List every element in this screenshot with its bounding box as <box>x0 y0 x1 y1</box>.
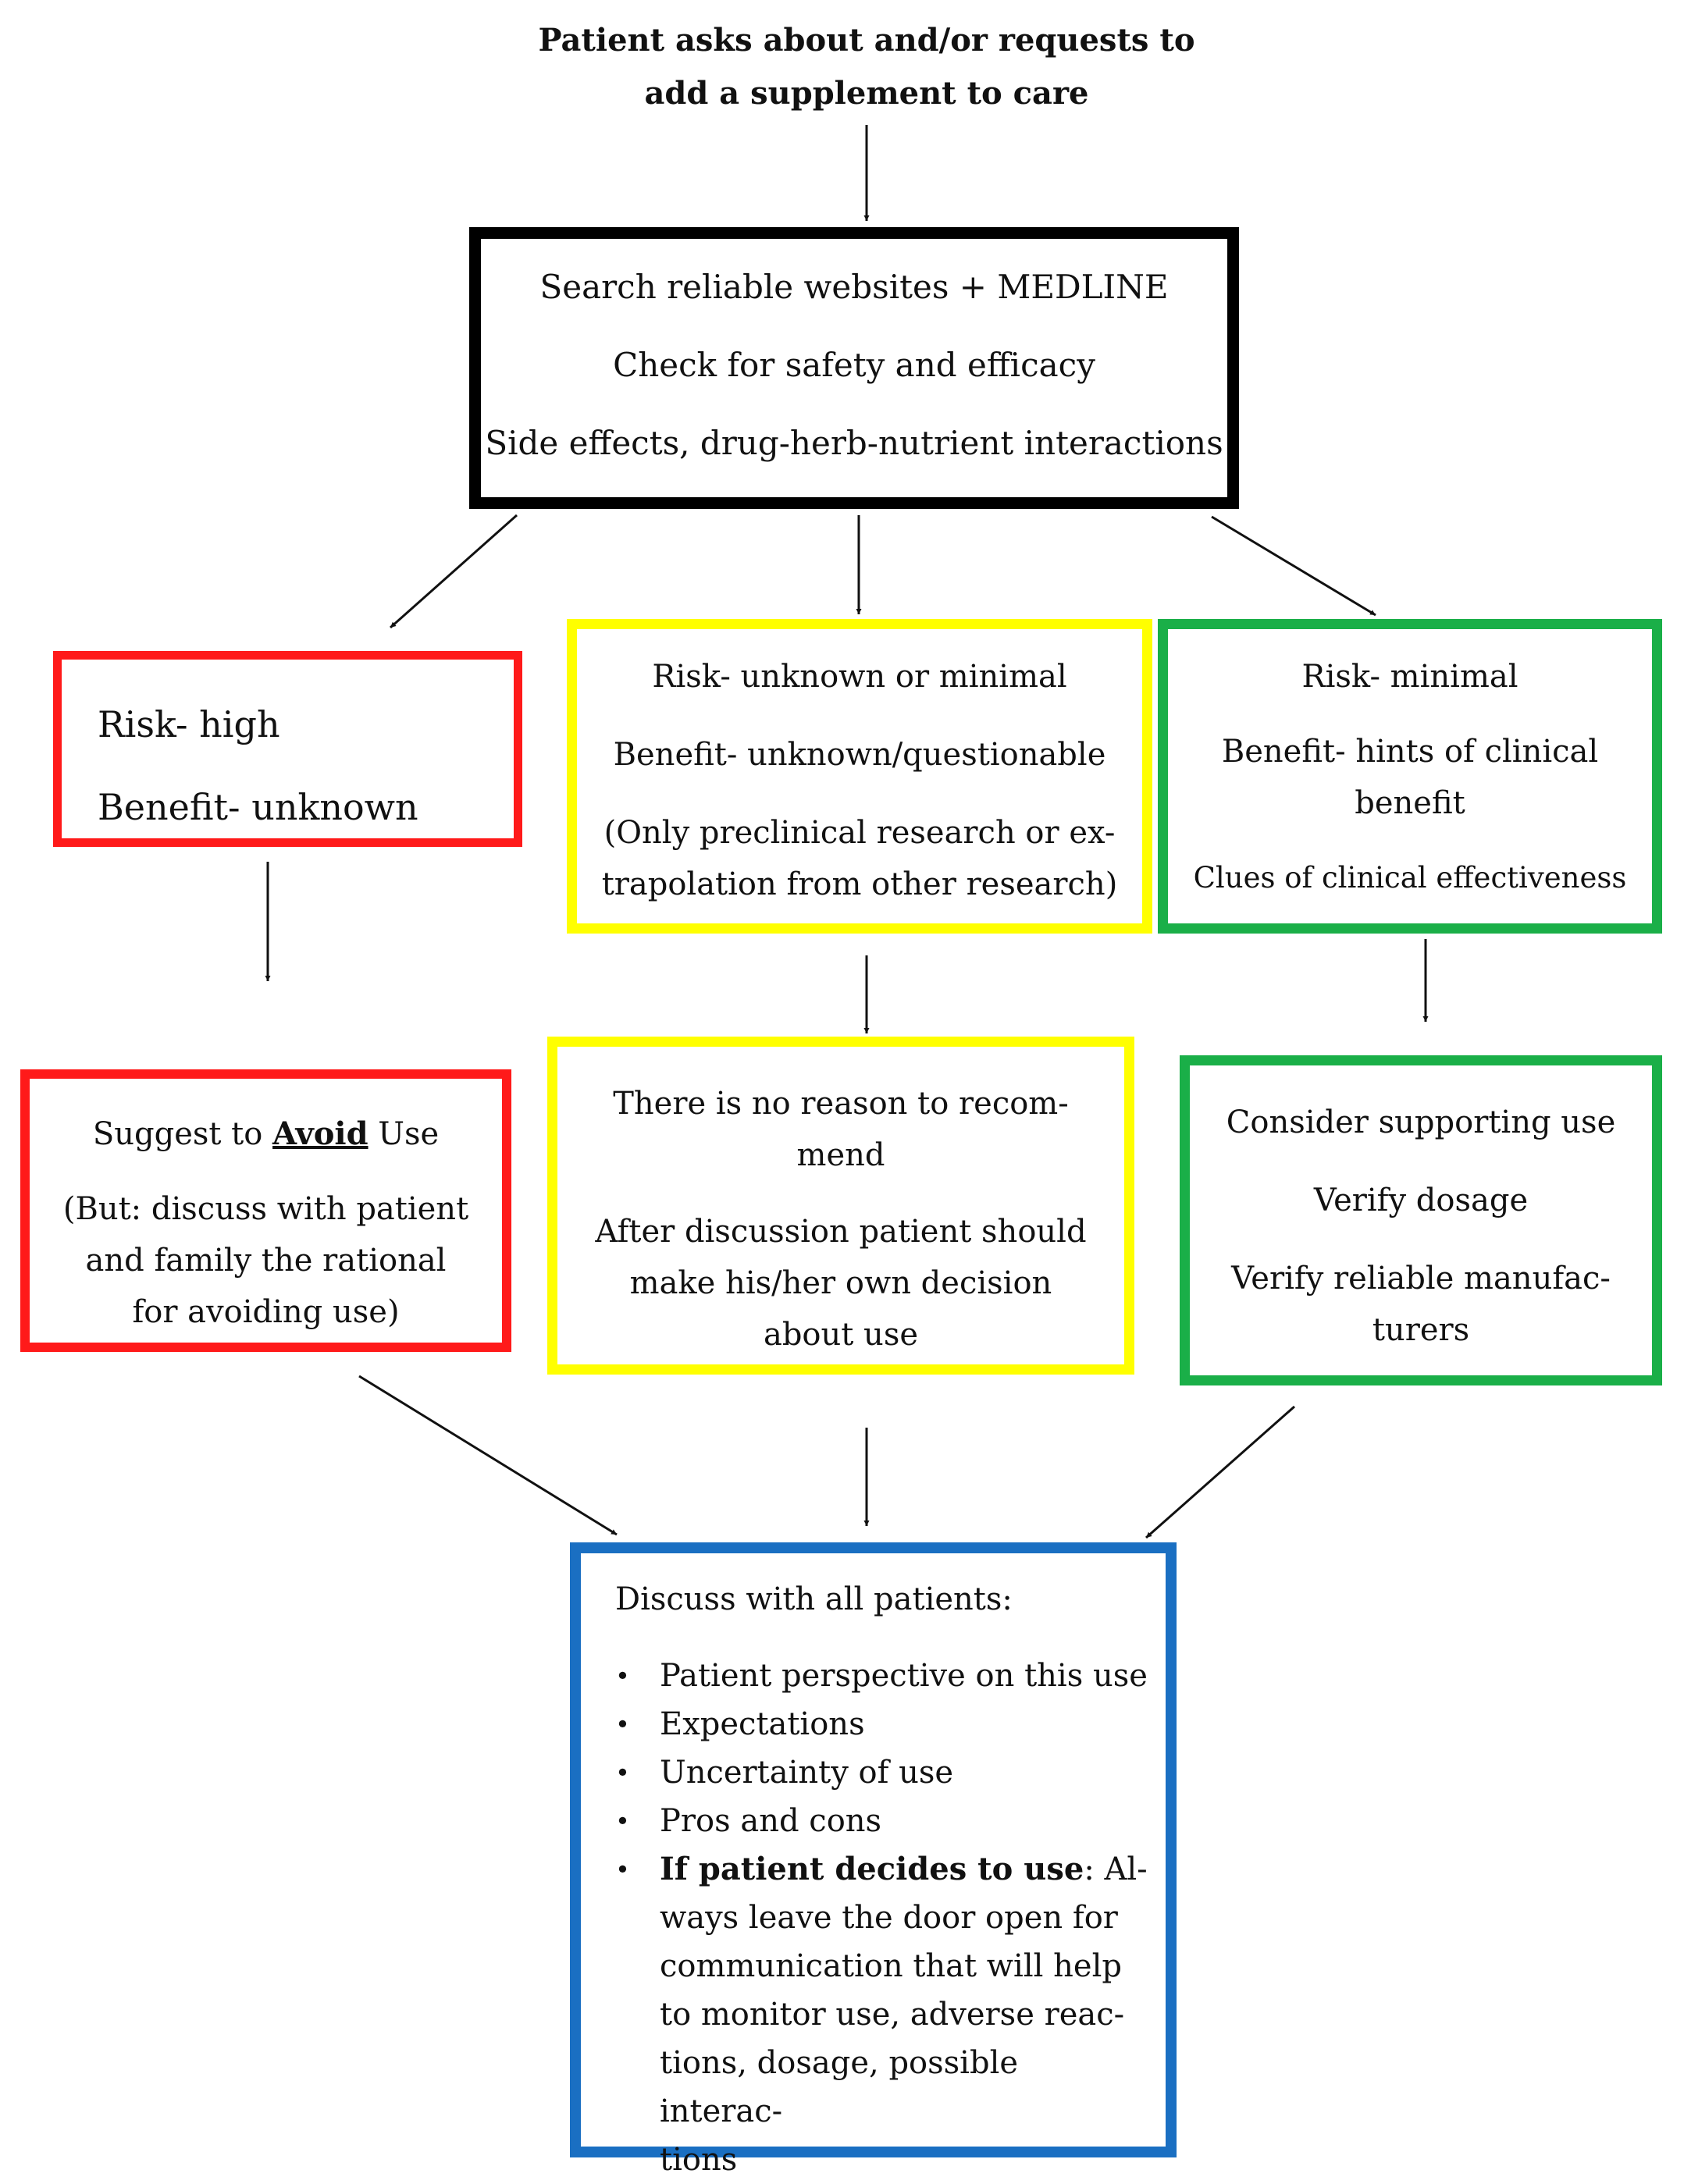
search-text: Search reliable websites + MEDLINE <box>539 268 1169 306</box>
consider-use-box: Consider supporting use Verify dosage Ve… <box>1180 1055 1662 1385</box>
avoid-emphasis: Avoid <box>272 1115 368 1152</box>
title-line: add a supplement to care <box>644 75 1089 112</box>
decision-rest: : Al- <box>1084 1851 1148 1887</box>
decision-line: to monitor use, adverse reac- <box>660 1997 1125 2033</box>
decision-text: about use <box>763 1317 919 1353</box>
decision-line: tions <box>660 2142 738 2178</box>
benefit-text: benefit <box>1355 785 1465 821</box>
clues-text: Clues of clinical effectiveness <box>1193 861 1627 895</box>
benefit-text: Benefit- unknown <box>98 786 418 828</box>
avoid-note: (But: discuss with patient <box>62 1191 469 1227</box>
research-note: trapolation from other research) <box>601 866 1118 902</box>
decision-line: communication that will help <box>660 1948 1122 1984</box>
list-item: Uncertainty of use <box>615 1748 1150 1797</box>
manufacturer-text: turers <box>1372 1312 1470 1348</box>
discuss-box: Discuss with all patients: Patient persp… <box>570 1542 1177 2178</box>
decision-text: After discussion patient should <box>595 1214 1087 1250</box>
avoid-note: and family the rational <box>85 1243 447 1279</box>
minimal-risk-box: Risk- minimal Benefit- hints of clinical… <box>1158 619 1662 934</box>
list-item: Expectations <box>615 1700 1150 1748</box>
avoid-suffix: Use <box>368 1116 440 1152</box>
unknown-risk-box: Risk- unknown or minimal Benefit- unknow… <box>567 619 1152 934</box>
arrow-avoid-to-discuss <box>358 1375 618 1536</box>
avoid-use-box: Suggest to Avoid Use (But: discuss with … <box>20 1069 511 1352</box>
avoid-use-text: Suggest to Avoid Use <box>30 1108 502 1160</box>
no-reason-text: mend <box>796 1137 885 1173</box>
decision-line: If patient decides to use: Al- <box>660 1845 1150 1894</box>
title-line: Patient asks about and/or requests to <box>538 22 1195 59</box>
arrow-search-to-minimal-risk <box>1211 515 1376 617</box>
benefit-text: Benefit- hints of clinical <box>1221 734 1599 770</box>
discuss-heading: Discuss with all patients: <box>615 1581 1013 1617</box>
search-text: Side effects, drug-herb-nutrient interac… <box>485 424 1223 462</box>
avoid-prefix: Suggest to <box>92 1116 273 1152</box>
risk-text: Risk- unknown or minimal <box>652 659 1067 695</box>
no-reason-text: There is no reason to recom- <box>613 1086 1069 1122</box>
search-text: Check for safety and efficacy <box>613 346 1095 384</box>
no-reason-box: There is no reason to recom- mend After … <box>547 1037 1134 1375</box>
avoid-note: for avoiding use) <box>132 1294 400 1330</box>
start-title: Patient asks about and/or requests to ad… <box>468 14 1265 120</box>
research-note: (Only preclinical research or ex- <box>603 815 1116 851</box>
arrow-search-to-high-risk <box>390 514 518 629</box>
decision-line: tions, dosage, possible interac- <box>660 2045 1019 2129</box>
decision-text: make his/her own decision <box>629 1265 1052 1301</box>
decision-bold: If patient decides to use <box>660 1851 1084 1887</box>
dosage-text: Verify dosage <box>1313 1183 1529 1218</box>
risk-text: Risk- high <box>98 703 280 745</box>
arrow-consider-to-discuss <box>1145 1405 1295 1539</box>
risk-text: Risk- minimal <box>1301 659 1518 695</box>
decision-line: ways leave the door open for <box>660 1900 1118 1936</box>
high-risk-box: Risk- high Benefit- unknown <box>53 651 522 847</box>
consider-text: Consider supporting use <box>1226 1104 1616 1140</box>
list-item: Pros and cons <box>615 1797 1150 1845</box>
manufacturer-text: Verify reliable manufac- <box>1231 1261 1611 1297</box>
list-item-decision: If patient decides to use: Al- ways leav… <box>615 1845 1150 2184</box>
list-item: Patient perspective on this use <box>615 1652 1150 1700</box>
search-box: Search reliable websites + MEDLINE Check… <box>469 227 1239 509</box>
benefit-text: Benefit- unknown/questionable <box>613 737 1106 773</box>
discuss-list: Patient perspective on this use Expectat… <box>615 1652 1150 2184</box>
